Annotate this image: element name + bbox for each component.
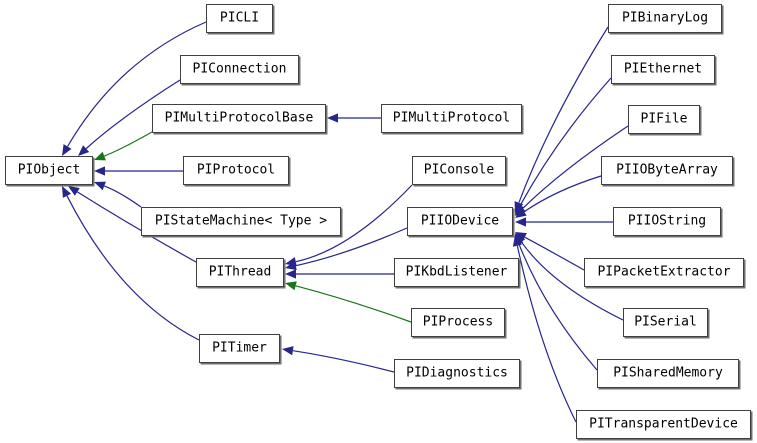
edge-piethernet-to-piiodevice	[519, 77, 612, 206]
class-node-label: PIDiagnostics	[406, 365, 508, 381]
arrowhead-pimultiprotocol-to-pimultiprotocolbase	[327, 113, 338, 123]
arrowhead-piprotocol-to-piobject	[94, 166, 105, 176]
class-node-label: PIIOString	[627, 213, 707, 229]
class-node-label: PIIODevice	[420, 213, 500, 229]
edge-piprocess-to-pithread	[295, 285, 412, 323]
arrowhead-pistatemachine-to-piobject	[94, 181, 106, 191]
class-node-picli[interactable]: PICLI	[206, 4, 273, 33]
class-node-pibinarylog[interactable]: PIBinaryLog	[608, 4, 722, 33]
class-node-piethernet[interactable]: PIEthernet	[611, 55, 715, 84]
class-node-label: PIBinaryLog	[621, 10, 709, 26]
class-node-label: PIObject	[17, 162, 81, 178]
edge-pipacketextractor-to-piiodevice	[524, 236, 585, 271]
class-node-piiostring[interactable]: PIIOString	[613, 207, 721, 236]
edge-pimultiprotocolbase-to-piobject	[104, 131, 153, 157]
arrowhead-pitransparentdevice-to-piiodevice	[512, 235, 522, 247]
class-node-label: PIStateMachine< Type >	[154, 213, 328, 229]
class-node-label: PIIOByteArray	[616, 162, 718, 178]
arrowhead-pifile-to-piiodevice	[515, 205, 527, 216]
class-node-piiodevice[interactable]: PIIODevice	[407, 207, 513, 236]
class-node-label: PIProtocol	[196, 162, 276, 178]
class-node-label: PIMultiProtocolBase	[164, 110, 314, 126]
class-node-pikbdlistener[interactable]: PIKbdListener	[394, 258, 519, 287]
class-node-label: PISharedMemory	[613, 365, 723, 381]
class-node-piconsole[interactable]: PIConsole	[412, 156, 506, 185]
edge-pibinarylog-to-piiodevice	[518, 26, 609, 203]
arrowhead-piconsole-to-pithread	[285, 257, 297, 267]
arrowhead-piprocess-to-pithread	[285, 281, 297, 291]
class-node-pitimer[interactable]: PITimer	[199, 334, 280, 363]
class-node-label: PIKbdListener	[405, 264, 508, 280]
class-node-label: PIConnection	[192, 61, 287, 77]
arrowhead-pisharedmemory-to-piiodevice	[514, 234, 524, 246]
arrowhead-pimultiprotocolbase-to-piobject	[94, 151, 106, 161]
edge-pitransparentdevice-to-piiodevice	[516, 245, 577, 423]
class-node-label: PISerial	[634, 314, 697, 330]
class-node-pidiagnostics[interactable]: PIDiagnostics	[394, 359, 520, 388]
class-node-label: PIProcess	[422, 314, 494, 330]
arrowhead-piiostring-to-piiodevice	[515, 217, 526, 227]
arrowhead-piconnection-to-piobject	[78, 145, 90, 156]
class-node-pitransparentdevice[interactable]: PITransparentDevice	[576, 410, 751, 439]
arrowhead-piiodevice-to-pithread	[285, 261, 297, 271]
class-node-label: PIEthernet	[623, 61, 703, 77]
class-node-label: PITransparentDevice	[589, 416, 738, 432]
class-node-piobject[interactable]: PIObject	[5, 156, 93, 185]
class-node-label: PIThread	[208, 264, 272, 280]
class-node-label: PIMultiProtocol	[392, 110, 511, 126]
class-node-label: PITimer	[212, 340, 267, 356]
arrowhead-piethernet-to-piiodevice	[515, 203, 525, 215]
arrowhead-pidiagnostics-to-pitimer	[282, 346, 294, 356]
arrowhead-piiobytearray-to-piiodevice	[515, 207, 527, 218]
class-node-piprotocol[interactable]: PIProtocol	[183, 156, 289, 185]
class-node-piprocess[interactable]: PIProcess	[411, 308, 505, 337]
arrowhead-pibinarylog-to-piiodevice	[514, 201, 524, 213]
class-node-label: PIPacketExtractor	[597, 264, 731, 280]
class-node-pipacketextractor[interactable]: PIPacketExtractor	[584, 258, 744, 287]
arrowhead-pikbdlistener-to-pithread	[285, 269, 296, 279]
arrowhead-piserial-to-piiodevice	[515, 233, 526, 245]
class-node-piserial[interactable]: PISerial	[623, 308, 708, 337]
class-node-label: PIFile	[640, 111, 688, 127]
class-node-pisharedmemory[interactable]: PISharedMemory	[597, 359, 739, 388]
arrowhead-picli-to-piobject	[62, 144, 72, 156]
arrowhead-pitimer-to-piobject	[62, 186, 72, 198]
class-node-label: PIConsole	[423, 162, 495, 178]
class-node-pimultiprotocol[interactable]: PIMultiProtocol	[381, 104, 522, 133]
class-node-pistatemachine[interactable]: PIStateMachine< Type >	[141, 207, 341, 236]
class-node-label: PICLI	[219, 10, 260, 26]
class-node-pimultiprotocolbase[interactable]: PIMultiProtocolBase	[152, 104, 326, 133]
class-node-piconnection[interactable]: PIConnection	[180, 55, 299, 84]
class-node-piiobytearray[interactable]: PIIOByteArray	[601, 156, 733, 185]
edge-pistatemachine-to-piobject	[104, 185, 142, 208]
class-node-pithread[interactable]: PIThread	[196, 258, 284, 287]
edge-pidiagnostics-to-pitimer	[292, 350, 395, 373]
arrowhead-pithread-to-piobject	[68, 186, 80, 196]
class-node-pifile[interactable]: PIFile	[628, 105, 700, 134]
arrowhead-pipacketextractor-to-piiodevice	[515, 232, 527, 242]
edge-piiobytearray-to-piiodevice	[523, 175, 602, 213]
